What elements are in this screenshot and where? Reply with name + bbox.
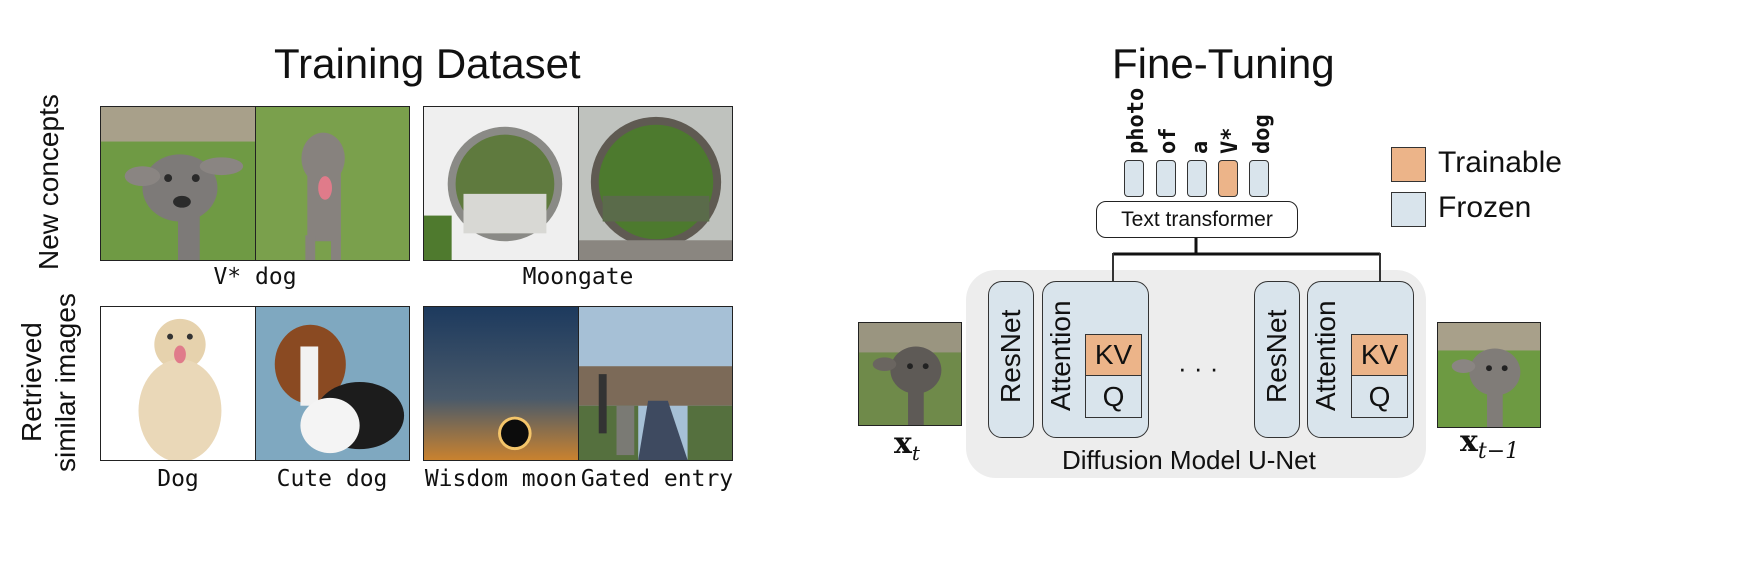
token-box-dog xyxy=(1249,160,1269,197)
caption-cute-dog: Cute dog xyxy=(276,466,388,492)
token-box-a xyxy=(1187,160,1207,197)
token-label-dog: dog xyxy=(1250,114,1275,154)
caption-gated-entry: Gated entry xyxy=(580,466,734,492)
training-dataset-title: Training Dataset xyxy=(274,40,581,87)
output-label: xt−1 xyxy=(1460,424,1519,464)
token-box-v-star xyxy=(1218,160,1238,197)
v-dog-image-1 xyxy=(100,106,256,261)
resnet-block-2 xyxy=(1254,281,1300,438)
q-box-2: Q xyxy=(1351,375,1408,418)
q-box-1: Q xyxy=(1085,375,1142,418)
token-label-of: of xyxy=(1156,127,1181,155)
moongate-image-1 xyxy=(423,106,579,261)
unet-label: Diffusion Model U-Net xyxy=(1062,445,1316,475)
text-transformer-box: Text transformer xyxy=(1096,201,1298,238)
v-dog-image-2 xyxy=(255,106,410,261)
legend-trainable-swatch xyxy=(1391,147,1426,182)
token-label-v-star: V* xyxy=(1218,127,1243,155)
resnet-label-2: ResNet xyxy=(1261,309,1292,403)
ellipsis: · · · xyxy=(1178,353,1219,383)
token-box-of xyxy=(1156,160,1176,197)
dog-image xyxy=(100,306,256,461)
moongate-image-2 xyxy=(578,106,733,261)
caption-dog: Dog xyxy=(157,466,199,492)
legend-frozen-swatch xyxy=(1391,192,1426,227)
row-label-retrieved-line2: similar images xyxy=(50,293,81,472)
input-label-subscript: t xyxy=(911,441,920,465)
input-noisy-image xyxy=(858,322,962,426)
cute-dog-image xyxy=(255,306,410,461)
row-label-retrieved-line1: Retrieved xyxy=(16,322,47,442)
token-box-photo xyxy=(1124,160,1144,197)
legend-frozen-label: Frozen xyxy=(1438,191,1532,224)
gated-entry-image xyxy=(578,306,733,461)
resnet-block-1 xyxy=(988,281,1034,438)
token-label-photo: photo xyxy=(1124,87,1149,154)
input-label: xt xyxy=(894,426,920,465)
row-label-new-concepts: New concepts xyxy=(33,94,64,270)
wisdom-moon-image xyxy=(423,306,579,461)
kv-box-2: KV xyxy=(1351,334,1408,376)
caption-wisdom-moon: Wisdom moon xyxy=(424,466,578,492)
legend-trainable-label: Trainable xyxy=(1438,146,1562,179)
output-label-subscript: t−1 xyxy=(1477,439,1520,464)
caption-moongate: Moongate xyxy=(522,264,634,290)
attention-label-1: Attention xyxy=(1045,300,1076,411)
text-transformer-label: Text transformer xyxy=(1121,207,1273,231)
attention-label-2: Attention xyxy=(1310,300,1341,411)
kv-box-1: KV xyxy=(1085,334,1142,376)
caption-v-dog: V* dog xyxy=(213,264,297,290)
output-label-symbol: x xyxy=(1460,424,1478,459)
fine-tuning-title: Fine-Tuning xyxy=(1112,40,1335,87)
output-denoised-image xyxy=(1437,322,1541,428)
resnet-label-1: ResNet xyxy=(995,309,1026,403)
token-label-a: a xyxy=(1188,140,1213,154)
input-label-symbol: x xyxy=(894,426,912,461)
